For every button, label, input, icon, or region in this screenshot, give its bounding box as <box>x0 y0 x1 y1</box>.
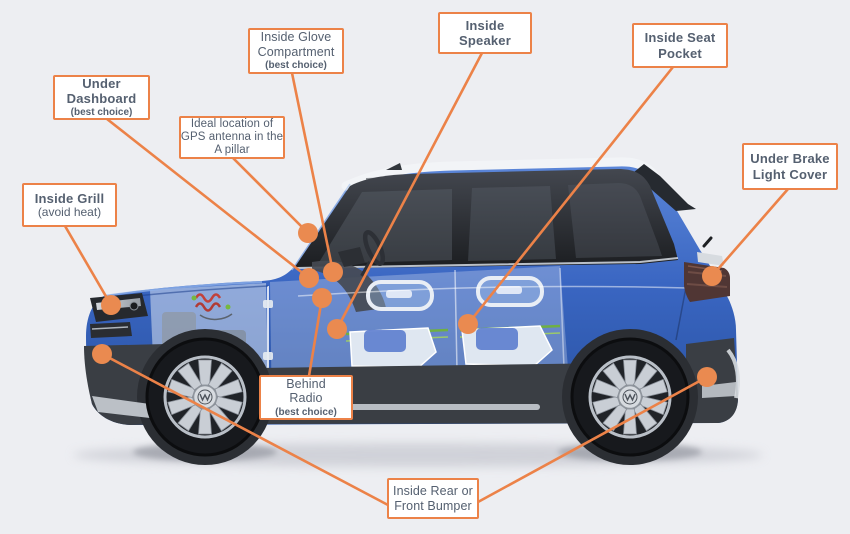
antenna <box>702 236 713 248</box>
front-wheel <box>147 339 263 455</box>
location-dot-inside-grill <box>101 295 121 315</box>
connector-line-inside-rear-or-front-bumper <box>477 375 708 504</box>
connector-line-inside-grill <box>63 225 113 306</box>
location-dots <box>92 223 722 387</box>
connector-line-behind-radio <box>307 297 324 377</box>
grill <box>90 322 132 338</box>
location-dot-brake-light <box>702 266 722 286</box>
location-dot-rear-bumper <box>697 367 717 387</box>
connector-lines <box>63 52 789 507</box>
connector-line-gps-antenna-a-pillar <box>232 157 309 234</box>
windows <box>291 169 679 271</box>
location-dot-front-bumper <box>92 344 112 364</box>
rear-spoiler <box>634 164 696 211</box>
side-mirror <box>338 247 365 267</box>
location-dot-inside-speaker <box>327 319 347 339</box>
connector-line-under-brake-light-cover <box>711 188 789 277</box>
location-dot-behind-radio <box>312 288 332 308</box>
location-dot-glove-compartment <box>323 262 343 282</box>
location-dot-a-pillar <box>298 223 318 243</box>
connector-line-inside-glove-compartment <box>290 72 335 273</box>
engine-coil <box>194 293 222 303</box>
connector-line-inside-rear-or-front-bumper <box>101 352 389 507</box>
roof-fin <box>386 163 402 170</box>
location-dot-under-dashboard <box>299 268 319 288</box>
connector-line-inside-seat-pocket <box>466 66 675 325</box>
connector-line-inside-speaker <box>335 52 484 330</box>
location-dot-seat-pocket <box>458 314 478 334</box>
connector-line-under-dashboard <box>106 117 310 280</box>
